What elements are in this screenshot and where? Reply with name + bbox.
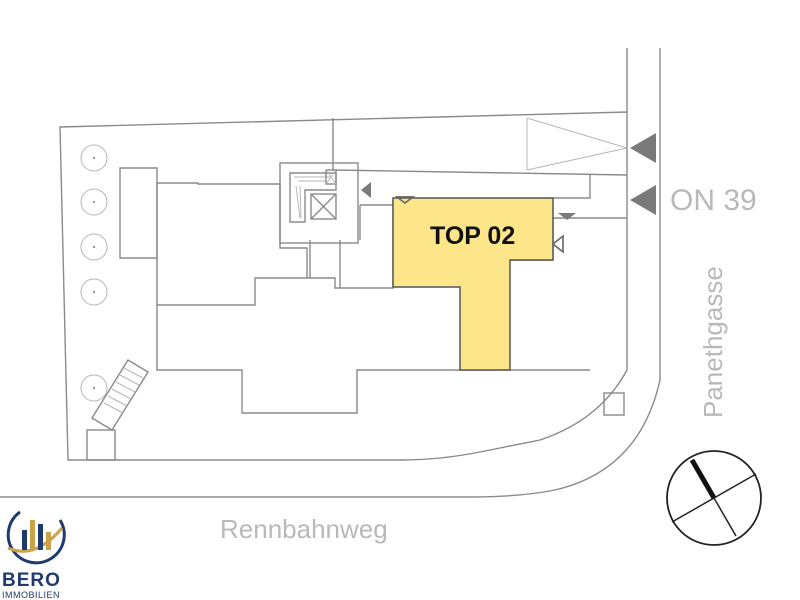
house-number-label: ON 39 — [670, 184, 757, 217]
tree-icon — [80, 144, 108, 172]
tree-icon — [80, 278, 108, 306]
ramp — [86, 359, 149, 461]
entrance-arrow-icon — [361, 182, 371, 198]
logo-subtitle: IMMOBILIEN — [2, 590, 60, 600]
logo-ring — [6, 510, 66, 565]
east-street-label: Panethgasse — [698, 266, 728, 418]
entrance-marker-icon — [558, 213, 576, 220]
stair-core — [279, 162, 359, 244]
unit-label: TOP 02 — [430, 222, 515, 250]
building-core-right — [307, 200, 394, 289]
shaft-icon — [325, 169, 337, 185]
plot-boundary — [59, 111, 628, 461]
entrance-arrow-icon — [630, 133, 656, 163]
compass-icon — [666, 450, 762, 546]
street-edge-outer — [0, 48, 661, 498]
entrance-marker-icon — [551, 234, 564, 254]
parking-area — [526, 117, 628, 171]
corner-box — [603, 392, 625, 416]
tree-icon — [80, 374, 108, 402]
building-east-block — [553, 175, 591, 199]
south-street-label: Rennbahnweg — [220, 514, 388, 544]
tree-icon — [80, 188, 108, 216]
entrance-marker-icon — [394, 196, 416, 204]
company-logo: BERO IMMOBILIEN — [2, 510, 66, 600]
building-north-strip — [332, 169, 628, 176]
tree-icon — [80, 233, 108, 261]
building-west-wing — [119, 167, 158, 259]
elevator-icon — [310, 193, 337, 220]
main-building-lower — [156, 305, 590, 414]
main-building — [156, 182, 308, 306]
unit-top-02 — [392, 197, 554, 371]
entrance-arrow-icon — [630, 185, 656, 215]
logo-name: BERO — [2, 570, 61, 591]
building-divider — [309, 240, 341, 288]
